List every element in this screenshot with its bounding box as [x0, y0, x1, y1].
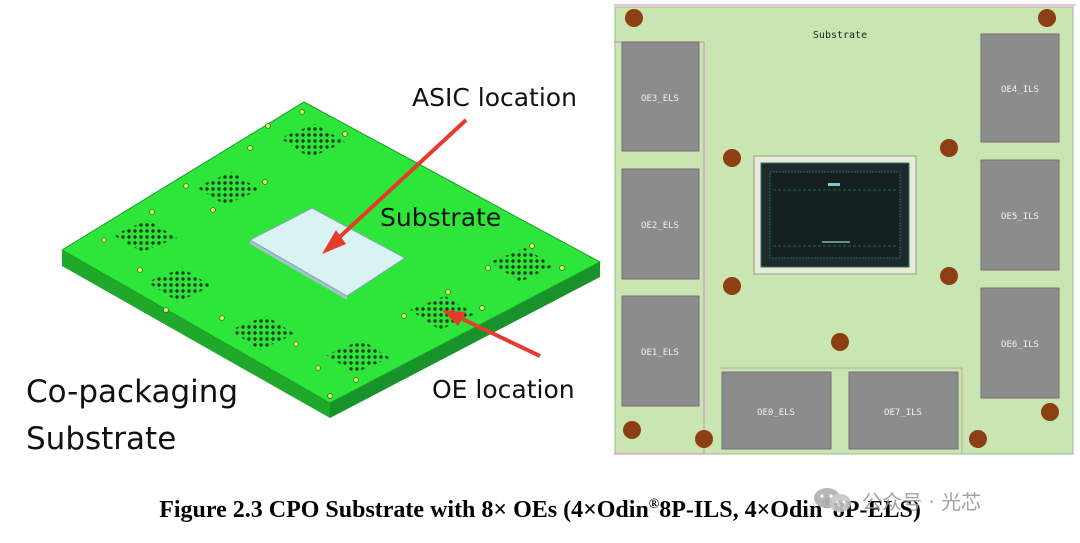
mounting-hole: [163, 307, 169, 313]
oe-location-label: OE location: [432, 375, 575, 404]
mounting-hole: [299, 109, 305, 115]
layout-outline: [720, 367, 963, 454]
mounting-hole: [327, 393, 333, 399]
diagram-subtitle: Substrate: [26, 421, 176, 457]
oe-arrow: [442, 310, 541, 358]
diagram-title: Co-packaging: [26, 374, 238, 410]
oe-module-label: OE3_ELS: [641, 94, 679, 104]
mounting-hole: [262, 179, 268, 185]
oe-footprint: [490, 248, 554, 282]
mounting-hole: [183, 183, 189, 189]
mounting-pad: [831, 333, 849, 351]
mounting-hole: [137, 267, 143, 273]
mounting-hole: [485, 265, 491, 271]
oe-module-label: OE7_ILS: [884, 408, 922, 418]
substrate-side-right: [330, 262, 600, 418]
mounting-pad: [723, 149, 741, 167]
oe-footprint: [280, 124, 345, 158]
mounting-hole: [529, 243, 535, 249]
mounting-hole: [401, 313, 407, 319]
oe-module-label: OE5_ILS: [1001, 212, 1039, 222]
mounting-pad: [623, 421, 641, 439]
mounting-pad: [625, 9, 643, 27]
oe-module-label: OE4_ILS: [1001, 85, 1039, 95]
oe-module-oe0: OE0_ELS: [721, 371, 832, 450]
oe-module-oe3: OE3_ELS: [621, 41, 700, 152]
asic-die: [753, 155, 917, 275]
oe-module-oe1: OE1_ELS: [621, 295, 700, 407]
substrate-side-left: [62, 250, 330, 418]
watermark-text: 公众号 · 光芯: [862, 489, 982, 514]
mounting-hole: [479, 305, 485, 311]
oe-footprint: [113, 220, 177, 252]
asic-location-label: ASIC location: [412, 83, 577, 112]
mounting-hole: [219, 315, 225, 321]
asic-site: [248, 207, 406, 297]
caption-text-1: Figure 2.3 CPO Substrate with 8× OEs (4×…: [159, 497, 649, 523]
co-packaging-substrate-diagram: ASIC location Substrate OE location Co-p…: [26, 83, 602, 457]
oe-footprint: [147, 268, 212, 302]
oe-module-oe4: OE4_ILS: [980, 33, 1060, 143]
oe-footprint: [230, 316, 295, 350]
oe-footprint: [326, 340, 390, 373]
oe-module-label: OE0_ELS: [757, 408, 795, 418]
oe-module-label: OE6_ILS: [1001, 340, 1039, 350]
oe-module-oe2: OE2_ELS: [621, 168, 700, 280]
substrate-layout-view: Substrate OE3_ELS OE2_ELS OE1_ELS OE4_IL…: [614, 4, 1076, 455]
mounting-hole: [265, 123, 271, 129]
mounting-pads: [623, 9, 1059, 448]
mounting-pad: [1041, 403, 1059, 421]
oe-module-oe5: OE5_ILS: [980, 159, 1060, 271]
oe-module-label: OE1_ELS: [641, 348, 679, 358]
oe-footprint: [410, 296, 475, 330]
mounting-hole: [101, 237, 107, 243]
mounting-pad: [1038, 9, 1056, 27]
asic-site-side: [250, 240, 347, 300]
mounting-hole: [559, 265, 565, 271]
mounting-pad: [695, 430, 713, 448]
oe-module-oe7: OE7_ILS: [848, 371, 959, 450]
oe-module-label: OE2_ELS: [641, 221, 679, 231]
layout-substrate-label: Substrate: [813, 30, 867, 41]
mounting-holes: [101, 109, 565, 399]
mounting-pad: [940, 267, 958, 285]
caption-text-2: 8P-ILS, 4×Odin: [659, 497, 823, 523]
mounting-hole: [149, 209, 155, 215]
mounting-pad: [940, 139, 958, 157]
mounting-hole: [210, 207, 216, 213]
mounting-pad: [723, 277, 741, 295]
mounting-pad: [969, 430, 987, 448]
wechat-icon: [814, 488, 851, 512]
mounting-hole: [445, 289, 451, 295]
registered-mark: ®: [648, 497, 660, 512]
mounting-hole: [293, 341, 299, 347]
oe-footprint: [196, 172, 260, 205]
watermark: 公众号 · 光芯: [812, 484, 1062, 516]
mounting-hole: [247, 145, 253, 151]
mounting-hole: [353, 377, 359, 383]
mounting-hole: [315, 365, 321, 371]
oe-footprints: [113, 124, 554, 373]
oe-module-oe6: OE6_ILS: [980, 287, 1060, 399]
asic-arrow: [322, 118, 468, 254]
mounting-hole: [342, 131, 348, 137]
substrate-label: Substrate: [380, 203, 501, 232]
